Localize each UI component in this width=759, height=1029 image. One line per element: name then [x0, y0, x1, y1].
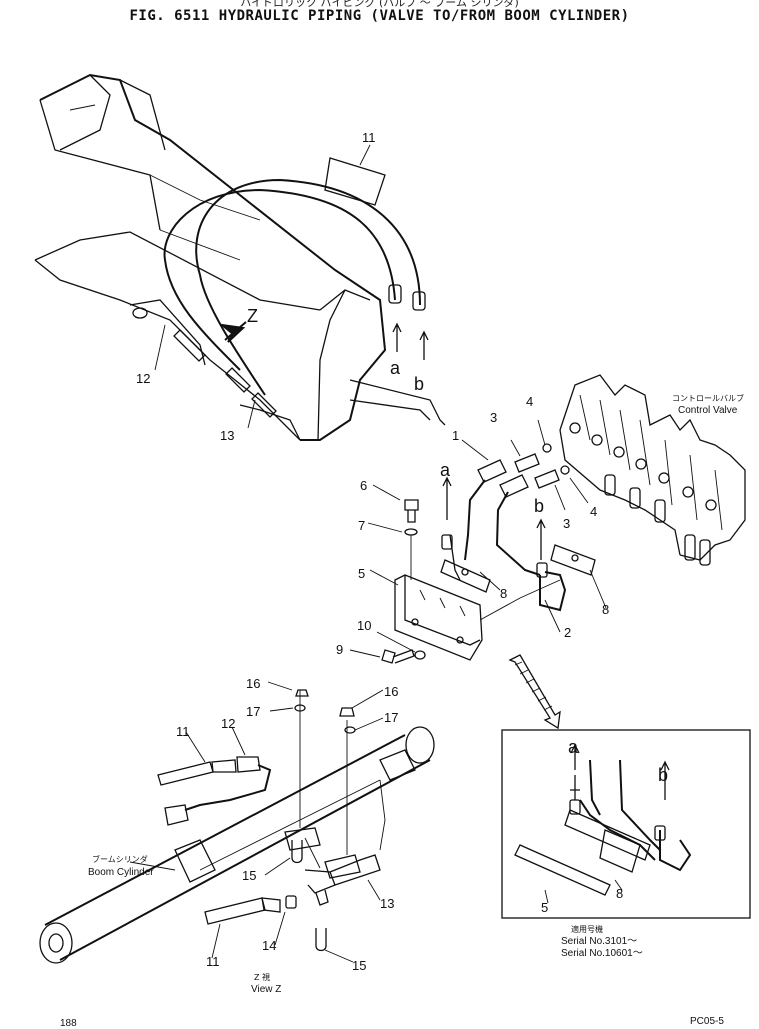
part-label-8-left: 8: [500, 586, 507, 601]
part-label-4-bottom: 4: [590, 504, 597, 519]
part-label-10: 10: [357, 618, 371, 633]
marker-b-detail: b: [658, 765, 668, 785]
clamps: [440, 544, 596, 593]
part-label-2: 2: [564, 625, 571, 640]
part-label-17-right: 17: [384, 710, 398, 725]
fittings: [510, 419, 589, 511]
part-label-5: 5: [358, 566, 365, 581]
part-label-4-top: 4: [526, 394, 533, 409]
marker-a-mid: a: [440, 460, 451, 480]
part-label-12-left: 12: [221, 716, 235, 731]
control-valve: [559, 374, 746, 566]
part-label-11-top: 11: [362, 130, 376, 145]
serial-number-1: Serial No.3101～: [561, 936, 637, 947]
serial-number-2: Serial No.10601～: [561, 948, 643, 959]
part-label-1: 1: [452, 428, 459, 443]
part-label-7: 7: [358, 518, 365, 533]
part-label-12-top: 12: [136, 371, 150, 386]
control-valve-label-jp: コントロールバルブ: [672, 393, 744, 403]
part-label-14: 14: [262, 938, 276, 953]
part-label-16-left: 16: [246, 676, 260, 691]
part-label-16-right: 16: [384, 684, 398, 699]
part-label-11-left: 11: [176, 724, 190, 739]
boom-cylinder-label: Boom Cylinder: [88, 867, 154, 878]
detail-pipes: [514, 743, 692, 896]
view-z-marker: Z: [247, 306, 258, 326]
view-z-caption: View Z: [251, 984, 281, 995]
marker-a-upper: a: [390, 358, 401, 378]
part-label-5-detail: 5: [541, 900, 548, 915]
view-z-caption-jp: Z 視: [254, 973, 270, 982]
view-z-hoses: [157, 756, 386, 925]
leader-lines: [129, 144, 623, 963]
part-label-9: 9: [336, 642, 343, 657]
hose-tag: [324, 157, 386, 206]
bolt-6: [404, 499, 419, 523]
part-label-13-bottom: 13: [380, 896, 394, 911]
detail-box: [501, 729, 751, 919]
washer-7: [404, 528, 418, 536]
bracket: [394, 574, 483, 661]
bolt-9: [381, 649, 415, 664]
figure-code: PC05-5: [690, 1016, 724, 1027]
boom-structure: [34, 73, 446, 441]
hose-loop: [163, 178, 426, 418]
boom-cylinder: [39, 726, 435, 964]
washer-10: [414, 650, 426, 660]
part-label-6: 6: [360, 478, 367, 493]
figure-title: FIG. 6511 HYDRAULIC PIPING (VALVE TO/FRO…: [129, 8, 630, 24]
arrow-b-upper: [419, 330, 429, 360]
marker-b-mid: b: [534, 496, 544, 516]
part-label-15-left: 15: [242, 868, 256, 883]
part-label-8-right: 8: [602, 602, 609, 617]
pipes: [441, 459, 567, 612]
serial-label-jp: 適用号機: [571, 924, 603, 934]
arrow-a-upper: [392, 322, 402, 352]
part-label-3-bottom: 3: [563, 516, 570, 531]
detail-pointer: [508, 654, 561, 730]
figure-title-japanese: ハイドロリック パイピング (バルブ ～ ブーム シリンダ): [240, 0, 519, 9]
view-z-arrow: [218, 321, 247, 343]
part-label-3-top: 3: [490, 410, 497, 425]
arrow-a-mid: [442, 476, 452, 520]
control-valve-label: Control Valve: [678, 405, 738, 416]
view-z-brackets: [284, 689, 361, 952]
arrow-b-mid: [536, 518, 546, 560]
part-label-8-detail: 8: [616, 886, 623, 901]
part-label-13-top: 13: [220, 428, 234, 443]
part-label-11-bottom: 11: [206, 954, 220, 969]
page-number: 188: [60, 1018, 77, 1029]
boom-cylinder-label-jp: ブームシリンダ: [92, 854, 148, 864]
marker-b-upper: b: [414, 374, 424, 394]
part-label-15-bottom: 15: [352, 958, 366, 973]
marker-a-detail: a: [568, 737, 579, 757]
part-label-17-left: 17: [246, 704, 260, 719]
